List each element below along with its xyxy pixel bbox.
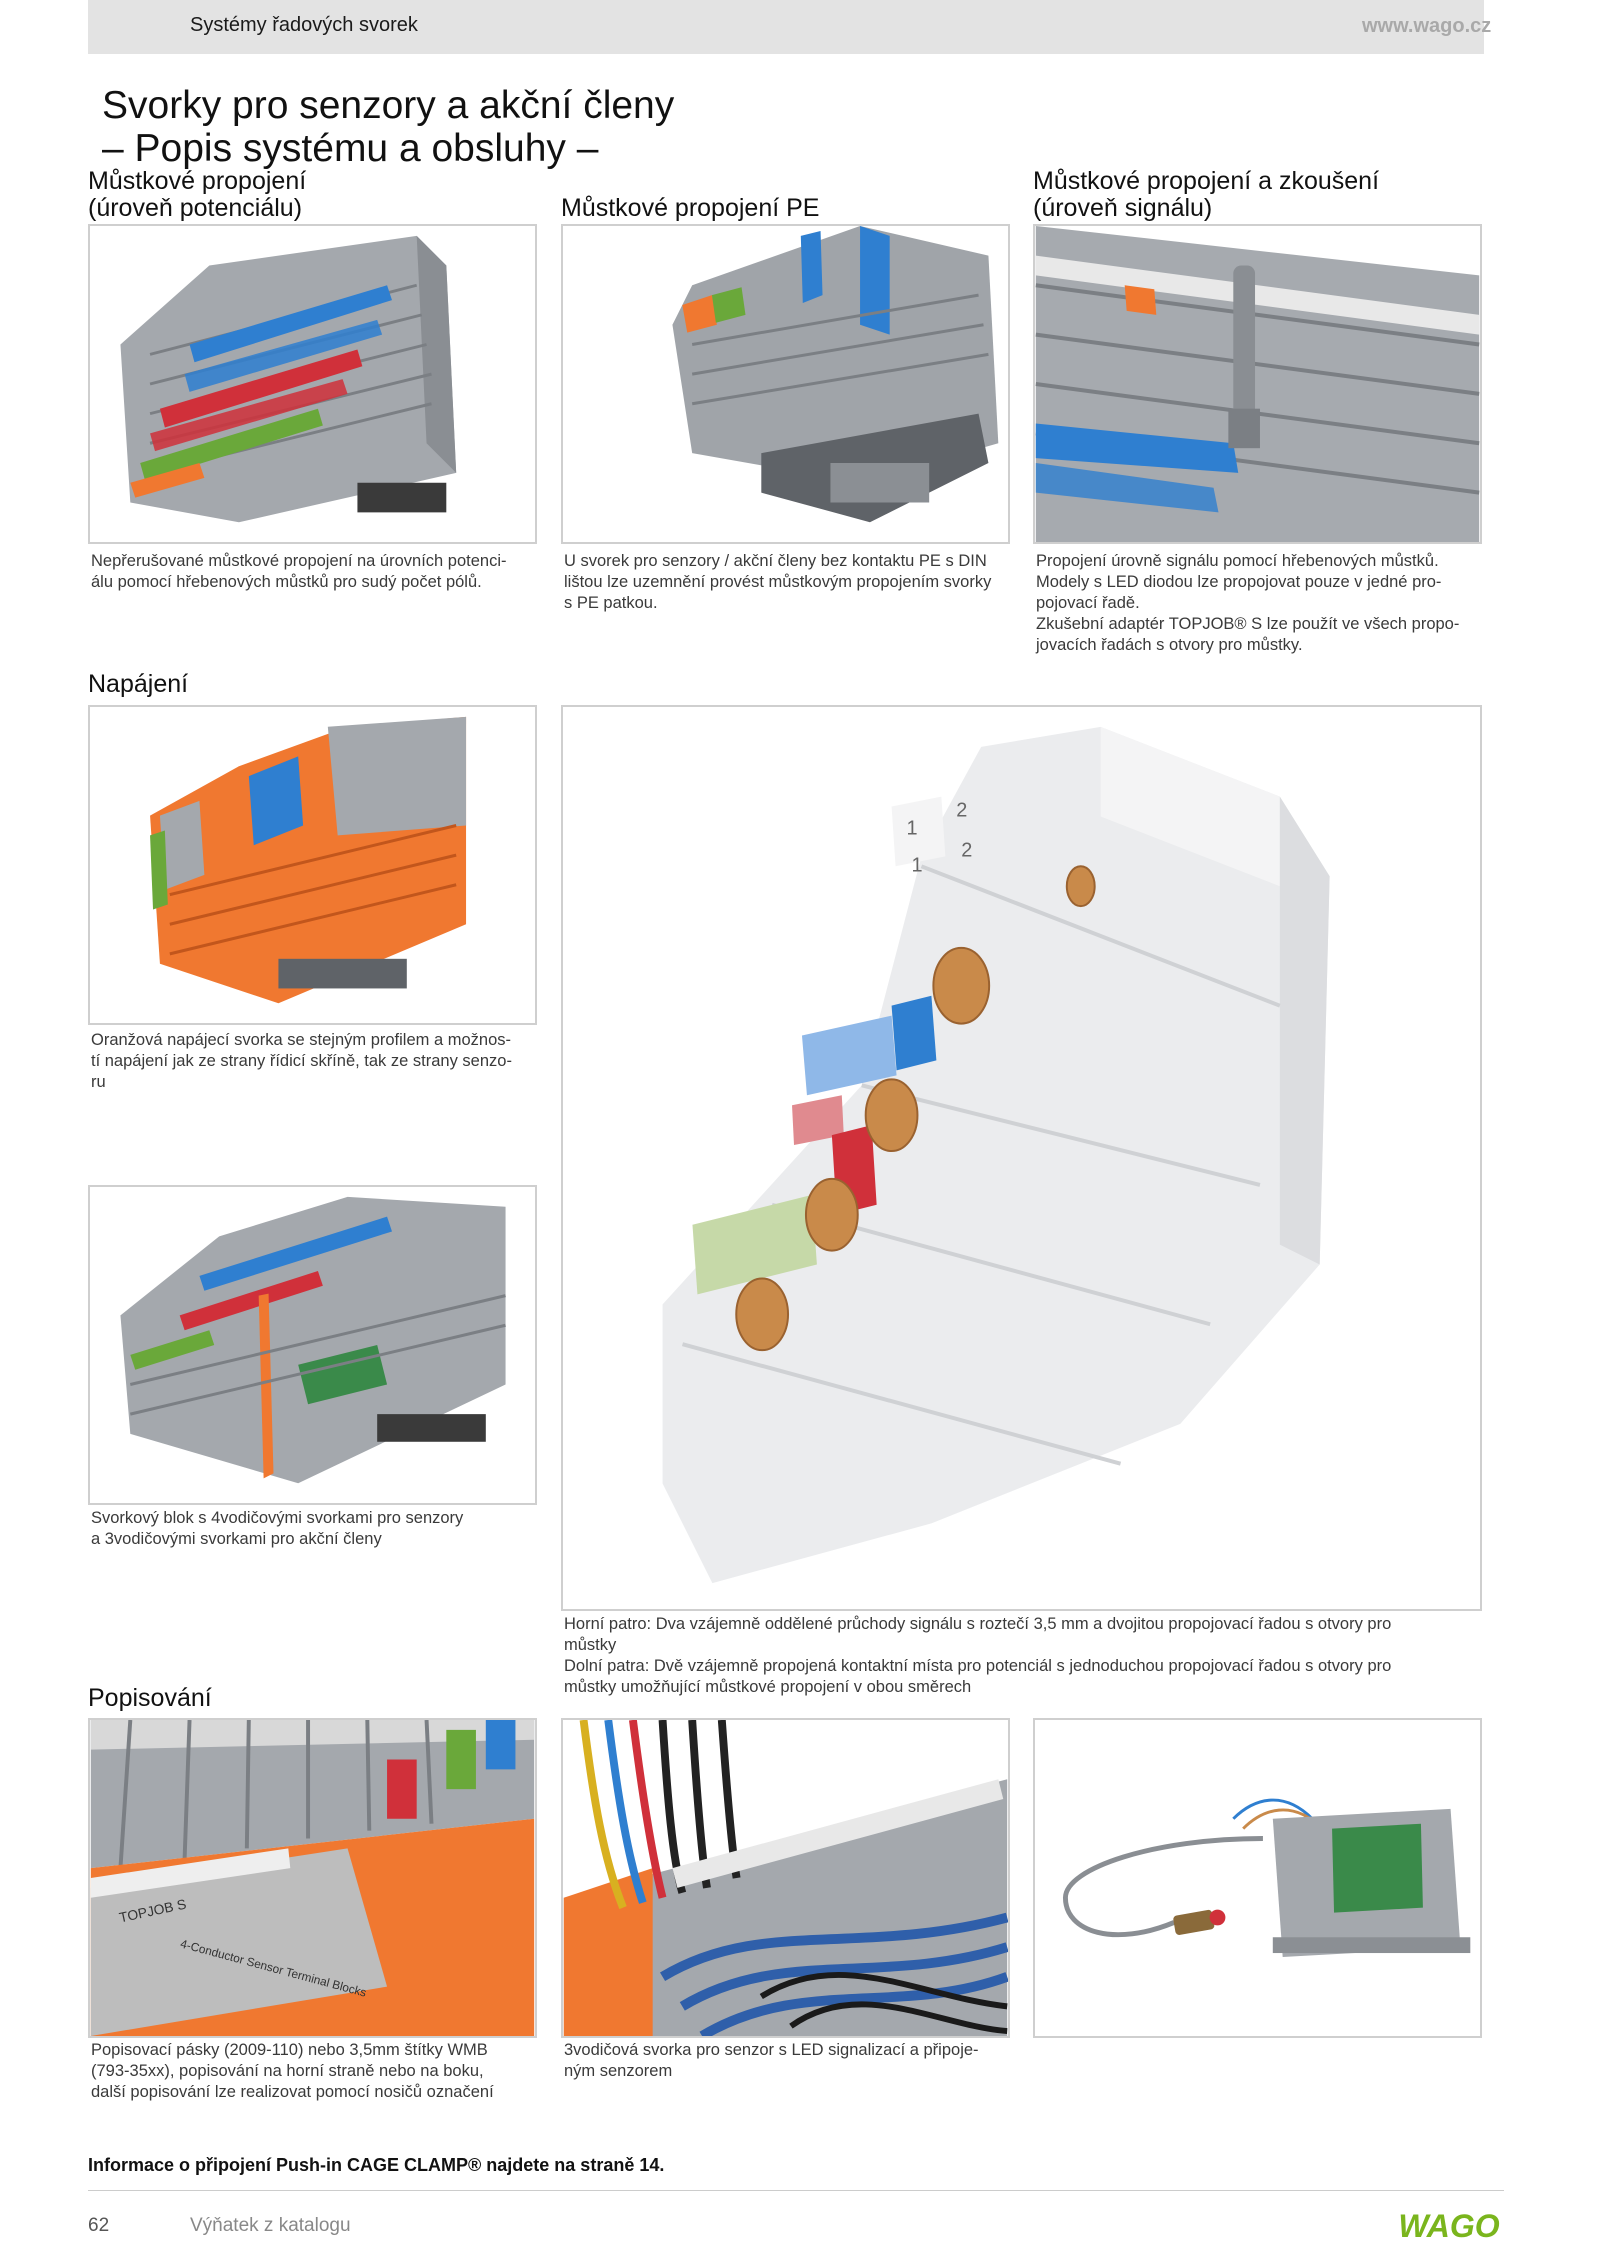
- heading-power: Napájení: [88, 670, 189, 698]
- header-section-title: Systémy řadových svorek: [190, 14, 418, 36]
- caption-bridge-pe: U svorek pro senzory / akční členy bez k…: [564, 552, 992, 612]
- wago-logo: WAGO: [1394, 2208, 1504, 2244]
- header-url[interactable]: www.wago.cz: [1362, 15, 1492, 37]
- page-number: 62: [88, 2215, 110, 2236]
- heading-bridge-pe: Můstkové propojení PE: [561, 194, 820, 222]
- label-number-4: 2: [961, 839, 972, 861]
- label-number-1: 1: [907, 817, 918, 839]
- photo-bridge-potential: [88, 224, 537, 544]
- photo-sensor-terminal-detail: 1 2 1 2: [561, 705, 1482, 1611]
- page-title: Svorky pro senzory a akční členy – Popis…: [102, 84, 675, 170]
- heading-bridge-potential: Můstkové propojení (úroveň potenciálu): [88, 167, 307, 222]
- photo-bridge-pe: [561, 224, 1010, 544]
- photo-power-supply: [88, 705, 537, 1025]
- caption-power-supply: Oranžová napájecí svorka se stejným prof…: [91, 1031, 512, 1091]
- caption-terminal-block: Svorkový blok s 4vodičovými svorkami pro…: [91, 1509, 464, 1548]
- photo-led-sensor: [1033, 1718, 1482, 2038]
- footer-note: Informace o připojení Push-in CAGE CLAMP…: [88, 2155, 665, 2175]
- header-band: [88, 0, 1484, 54]
- label-number-3: 1: [911, 854, 922, 876]
- caption-marking-strips: Popisovací pásky (2009-110) nebo 3,5mm š…: [91, 2041, 494, 2101]
- caption-sensor-terminal-detail: Horní patro: Dva vzájemně oddělené průch…: [564, 1615, 1392, 1696]
- caption-bridge-potential: Nepřerušované můstkové propojení na úrov…: [91, 552, 507, 591]
- heading-marking: Popisování: [88, 1684, 212, 1712]
- caption-led-sensor: 3vodičová svorka pro senzor s LED signal…: [564, 2041, 979, 2080]
- label-number-2: 2: [956, 800, 967, 822]
- photo-marking-strips: TOPJOB S 4-Conductor Sensor Terminal Blo…: [88, 1718, 537, 2038]
- heading-bridge-test: Můstkové propojení a zkoušení (úroveň si…: [1033, 167, 1380, 222]
- photo-bridge-test: [1033, 224, 1482, 544]
- caption-bridge-test: Propojení úrovně signálu pomocí hřebenov…: [1036, 552, 1460, 654]
- photo-terminal-block: [88, 1185, 537, 1505]
- svg-text:WAGO: WAGO: [1398, 2208, 1499, 2242]
- photo-wired-terminals: [561, 1718, 1010, 2038]
- footer-divider: [88, 2190, 1504, 2191]
- footer-catalog-text: Výňatek z katalogu: [190, 2215, 351, 2236]
